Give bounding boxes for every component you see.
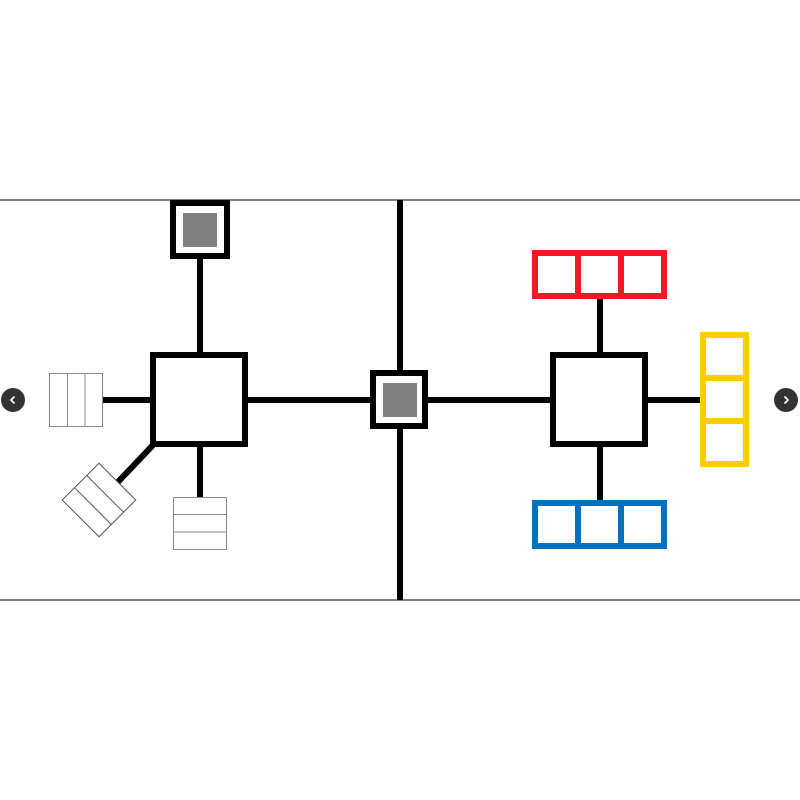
- right-hub-square: [550, 352, 648, 447]
- left-queue-vertical: [49, 373, 103, 427]
- center-node: [370, 370, 428, 429]
- node-fill: [383, 383, 417, 417]
- diagonal-queue: [61, 462, 137, 538]
- left-hub-square: [150, 352, 248, 447]
- carousel-next-button[interactable]: [774, 388, 798, 412]
- chevron-left-icon: [9, 395, 16, 405]
- yellow-queue: [700, 332, 749, 467]
- bottom-queue-horizontal: [173, 497, 227, 550]
- red-queue: [532, 250, 667, 299]
- left-diagonal-connector: [114, 441, 157, 486]
- carousel-prev-button[interactable]: [1, 388, 25, 412]
- chevron-right-icon: [783, 395, 790, 405]
- node-fill: [183, 213, 217, 247]
- blue-queue: [532, 500, 667, 549]
- left-top-node: [170, 200, 230, 259]
